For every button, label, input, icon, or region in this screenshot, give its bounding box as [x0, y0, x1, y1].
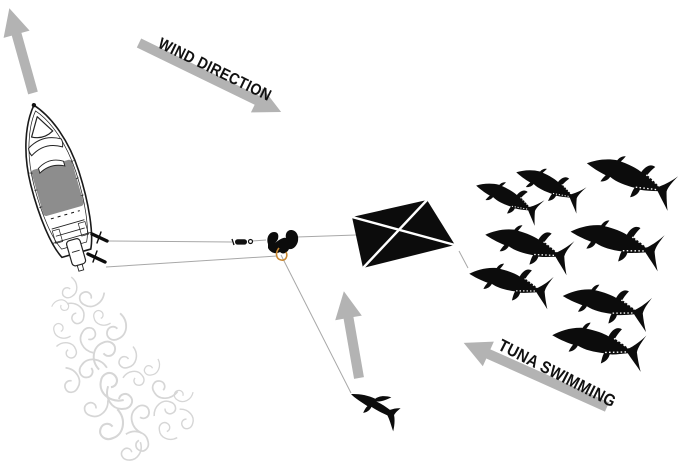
kite-cross-spars [351, 199, 456, 269]
tuna-icon [465, 256, 555, 310]
bait-line-from-boat [105, 255, 278, 268]
console-seat [37, 159, 66, 175]
tuna-icon [549, 315, 649, 372]
tuna-swimming-arrow [463, 341, 610, 412]
boat-roof [31, 159, 84, 216]
kite-body [352, 200, 455, 268]
line-swivel-icon [231, 238, 254, 246]
deck-dashed-line [50, 210, 80, 220]
outboard-motor [65, 238, 87, 267]
kite-line-2 [251, 239, 267, 242]
boat-heading-arrow [3, 8, 38, 95]
wind-direction-label: WIND DIRECTION [155, 35, 274, 105]
tuna-icon [481, 216, 577, 275]
fishing-kite-icon [351, 199, 456, 269]
kite-tail-stub [458, 250, 469, 269]
windshield [28, 137, 64, 157]
transom-rod-clips [86, 231, 109, 264]
stern-locker-left [51, 228, 64, 244]
tuna-school [465, 144, 679, 372]
tuna-icon [559, 277, 654, 332]
kite-line-3 [296, 234, 357, 238]
bait-fish-icon [351, 393, 401, 432]
gunwale-ticks [29, 160, 84, 208]
bow-light [31, 102, 37, 108]
wind-direction-arrow [136, 38, 282, 113]
rod-clip-tick [96, 231, 102, 244]
bait-leader-line [280, 254, 352, 394]
clip-body [267, 230, 299, 254]
clip-hook [275, 247, 288, 261]
fishing-lines [105, 234, 469, 394]
bait-pull-arrow [335, 291, 364, 379]
rod-clip-tick [92, 250, 98, 263]
bow-hatch [30, 116, 54, 139]
kite-release-clip-icon [267, 230, 299, 261]
motor-detail [71, 249, 85, 272]
boat-wake-swirls-icon [50, 275, 198, 464]
tuna-icon [566, 211, 667, 271]
stern-locker-right [77, 221, 89, 237]
fishing-boat-icon [25, 102, 93, 272]
tuna-icon [581, 144, 679, 211]
kite-line [107, 240, 233, 243]
rod-clip-icon [86, 252, 107, 264]
